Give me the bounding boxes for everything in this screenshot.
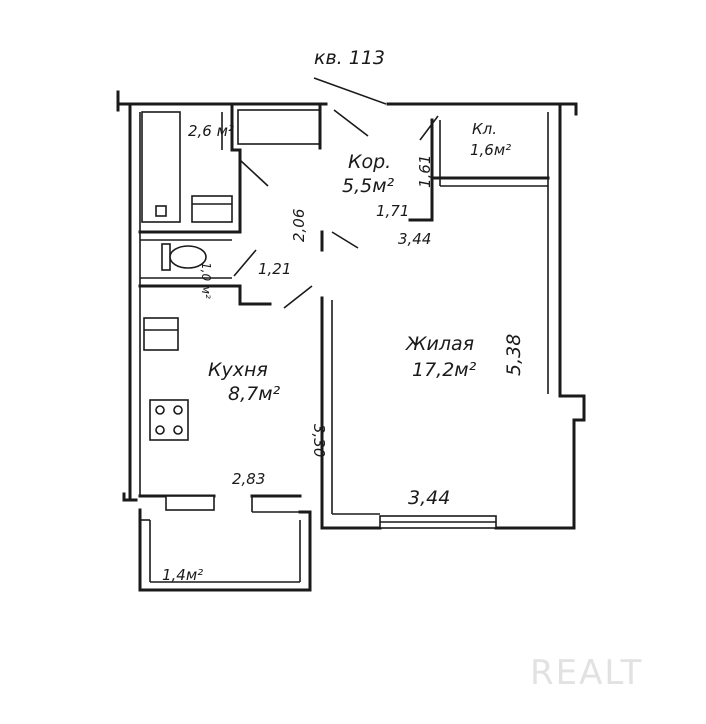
balcony-door [165,495,215,511]
dim-toilet-width: 1,21 [258,260,291,278]
dim-living-top: 3,44 [398,230,431,248]
dimensions: 2,06 1,61 1,71 3,44 1,21 5,38 3,30 2,83 … [232,155,525,509]
toilet-tank [161,243,171,271]
balcony-area: 1,4м² [162,566,203,584]
dim-living-height: 5,38 [503,334,525,376]
kitchen-name: Кухня [208,359,268,381]
dim-kitchen-width: 2,83 [232,470,265,488]
apartment-pointer [313,77,387,105]
outer-walls [116,90,586,530]
living-door [331,231,359,249]
apartment-label: кв. 113 [314,47,385,69]
doors [233,77,439,309]
dim-kitchen-height: 3,30 [310,424,328,457]
dim-living-bottom: 3,44 [408,487,450,509]
corridor-name: Кор. [348,151,391,173]
living-name: Жилая [405,333,474,355]
burner-icon [155,425,165,435]
storage-name: Кл. [472,120,497,138]
dim-corridor-short: 1,71 [376,202,409,220]
storage-door [419,115,439,141]
dim-storage-height: 1,61 [416,155,434,188]
living-area: 17,2м² [412,359,477,381]
toilet-door [233,249,257,277]
labels: кв. 113 Кор. 5,5м² Кл. 1,6м² 2,6 м² 1,0 … [162,47,511,584]
dim-corridor-width: 2,06 [290,209,308,242]
bath-niche [237,109,321,145]
burner-icon [173,405,183,415]
bath-tap [155,205,167,217]
watermark-logo: REALT [530,653,643,693]
bathroom-door [239,159,269,187]
toilet-area: 1,0 м² [199,262,213,299]
kitchen-sink [143,317,179,351]
storage-area: 1,6м² [470,141,511,159]
bathtub [141,111,181,223]
fixtures [141,111,233,441]
kitchen-area: 8,7м² [228,383,281,405]
burner-icon [173,425,183,435]
corridor-area: 5,5м² [342,175,395,197]
burner-icon [155,405,165,415]
kitchen-door [283,285,313,309]
balcony [122,492,312,592]
interior-walls [138,102,550,513]
stove [149,399,189,441]
bathroom-area: 2,6 м² [188,122,234,140]
entrance-door [333,109,369,137]
toilet-bowl [169,245,207,269]
washbasin [191,195,233,223]
